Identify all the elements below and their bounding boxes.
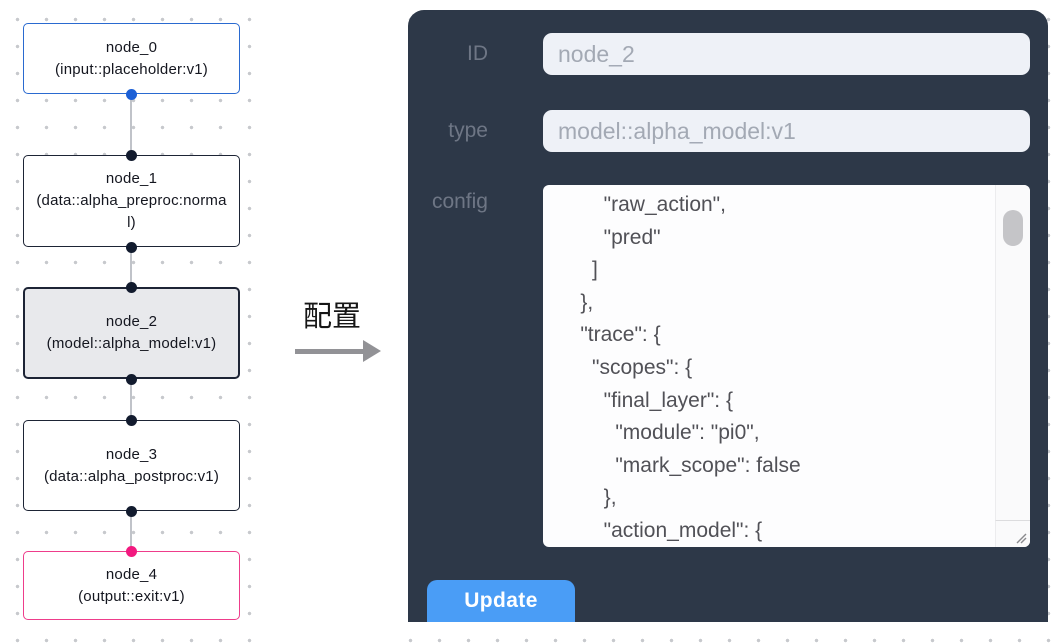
node-1-title: node_1 [105, 170, 158, 187]
node-4-title: node_4 [105, 565, 158, 583]
config-json-text[interactable]: "raw_action", "pred" ] }, "trace": { "sc… [580, 193, 801, 542]
node-1-output-port-dot[interactable] [125, 241, 137, 253]
arrow-right-icon [293, 340, 385, 362]
node-2-selected[interactable]: node_2 (model::alpha_model:v1) [23, 287, 240, 379]
node-3-type: (data::alpha_postproc:v1) [43, 467, 220, 485]
flow-canvas[interactable]: node_0 (input::placeholder:v1) node_1 (d… [0, 0, 272, 643]
type-input[interactable] [543, 110, 1030, 152]
node-3-input-port-dot[interactable] [125, 414, 137, 426]
node-2-input-port-dot[interactable] [125, 281, 137, 293]
node-4-input-port-dot[interactable] [125, 545, 137, 557]
id-input[interactable] [543, 33, 1030, 75]
node-4[interactable]: node_4 (output::exit:v1) [23, 551, 240, 620]
config-annotation: 配置 [293, 300, 393, 362]
node-4-type: (output::exit:v1) [78, 587, 185, 605]
panel-canvas: ID type config "raw_action", "pred" ] },… [393, 0, 1062, 643]
config-annotation-label: 配置 [302, 301, 361, 333]
node-3-title: node_3 [105, 445, 158, 463]
node-2-type: (model::alpha_model:v1) [46, 335, 217, 352]
id-label: ID [467, 42, 488, 65]
node-1-input-port-dot[interactable] [125, 149, 137, 161]
node-0-type: (input::placeholder:v1) [54, 60, 209, 78]
node-2-output-port-dot[interactable] [125, 373, 137, 385]
update-button[interactable]: Update [427, 580, 575, 622]
node-3[interactable]: node_3 (data::alpha_postproc:v1) [23, 420, 240, 511]
node-0-title: node_0 [105, 38, 158, 56]
node-1-type: (data::alpha_preproc:normal) [36, 192, 227, 231]
node-2-title: node_2 [105, 313, 158, 330]
node-3-output-port-dot[interactable] [125, 505, 137, 517]
config-label: config [431, 190, 488, 213]
config-textarea[interactable]: "raw_action", "pred" ] }, "trace": { "sc… [543, 185, 1030, 547]
scrollbar-thumb[interactable] [1003, 210, 1023, 246]
scrollbar-track [995, 185, 1030, 520]
type-label: type [448, 119, 488, 142]
resize-handle-icon[interactable] [995, 520, 1030, 547]
node-0-output-port-dot[interactable] [125, 88, 137, 100]
node-0[interactable]: node_0 (input::placeholder:v1) [23, 23, 240, 94]
node-config-panel: ID type config "raw_action", "pred" ] },… [408, 10, 1048, 622]
node-1[interactable]: node_1 (data::alpha_preproc:normal) [23, 155, 240, 247]
